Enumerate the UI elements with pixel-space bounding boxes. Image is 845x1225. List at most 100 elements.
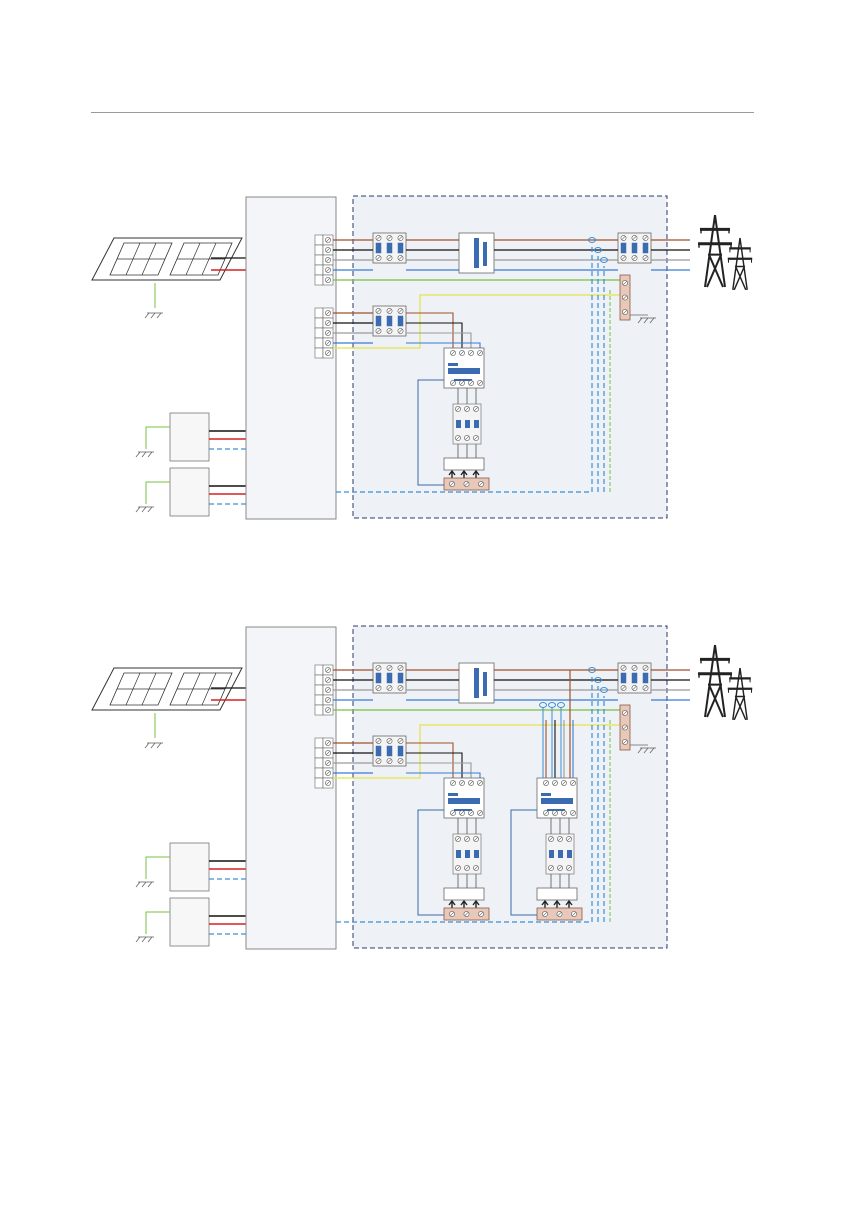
battery-module-icon <box>136 468 246 516</box>
pylon-tower <box>733 238 747 290</box>
battery-ground-wire <box>146 857 170 879</box>
ct-toggle <box>567 850 572 858</box>
pv-ground-icon <box>145 313 163 318</box>
meter-display <box>541 798 573 804</box>
ct-toggle <box>465 420 470 428</box>
pylon-arms <box>698 229 732 243</box>
ground-hatch <box>148 452 152 457</box>
terminal-cell <box>315 265 323 275</box>
terminal-cell <box>315 328 323 338</box>
ct-toggle <box>456 420 461 428</box>
terminal-cell <box>315 685 323 695</box>
wiring-diagram-dual-meter <box>0 610 845 960</box>
ct-body <box>444 888 484 900</box>
pylon-arms <box>728 248 752 258</box>
grid-breaker <box>373 663 406 693</box>
meter-display <box>448 368 480 374</box>
battery-ground-icon <box>136 452 154 457</box>
breaker-toggle <box>387 746 392 756</box>
battery-ground-wire <box>146 482 170 504</box>
ground-hatch <box>142 882 146 887</box>
breaker-toggle <box>387 316 392 326</box>
terminal-cell <box>315 245 323 255</box>
ground-hatch <box>142 937 146 942</box>
terminal-cell <box>315 348 323 358</box>
breaker-toggle <box>376 243 381 253</box>
grid-breaker <box>373 233 406 263</box>
terminal-cell <box>315 235 323 245</box>
battery-ground-icon <box>136 937 154 942</box>
ct-toggle <box>558 850 563 858</box>
breaker-toggle <box>643 673 648 683</box>
load-breaker <box>373 736 406 766</box>
meter-display <box>448 798 480 804</box>
battery-ground-icon <box>136 882 154 887</box>
terminal-cell <box>315 748 323 758</box>
ct-toggle <box>456 850 461 858</box>
wiring-diagram-single-meter <box>0 180 845 530</box>
breaker-toggle <box>376 316 381 326</box>
ground-hatch <box>148 882 152 887</box>
ground-hatch <box>142 507 146 512</box>
isolator-handle <box>483 242 487 266</box>
ground-hatch <box>151 743 155 748</box>
ground-hatch <box>142 452 146 457</box>
inverter-grid-terminal <box>315 665 333 715</box>
breaker-toggle <box>376 746 381 756</box>
pylon-arms <box>698 659 732 673</box>
terminal-cell <box>315 275 323 285</box>
terminal-cell <box>315 318 323 328</box>
pylon-tower <box>733 668 747 720</box>
breaker-toggle <box>632 243 637 253</box>
meter-display <box>448 793 458 796</box>
isolator-handle <box>474 238 479 268</box>
ground-hatch <box>136 882 140 887</box>
battery-body <box>170 898 209 946</box>
battery-ground-wire <box>146 427 170 449</box>
terminal-cell <box>315 675 323 685</box>
solar-panel-icon <box>92 668 242 710</box>
terminal-cell <box>315 768 323 778</box>
utility-pylon-icon <box>698 215 732 287</box>
terminal-cell <box>315 695 323 705</box>
battery-body <box>170 468 209 516</box>
ground-hatch <box>157 313 161 318</box>
utility-pylon-icon <box>698 645 732 717</box>
pylon-arms <box>728 678 752 688</box>
inverter-load-terminal <box>315 738 333 788</box>
isolator-handle <box>483 672 487 696</box>
load-busbar <box>444 908 489 920</box>
breaker-toggle <box>621 243 626 253</box>
energy-meter <box>537 778 577 818</box>
meter-display <box>448 363 458 366</box>
main-breaker <box>618 663 651 693</box>
breaker-toggle <box>398 243 403 253</box>
ground-hatch <box>148 937 152 942</box>
breaker-toggle <box>621 673 626 683</box>
pe-busbar <box>620 705 630 750</box>
battery-ground-wire <box>146 912 170 934</box>
ct-body <box>537 888 577 900</box>
terminal-cell <box>315 778 323 788</box>
battery-module-icon <box>136 843 246 891</box>
header-rule <box>91 112 754 113</box>
ct-toggle <box>465 850 470 858</box>
terminal-cell <box>315 758 323 768</box>
pylon-tower <box>705 645 725 717</box>
ct-toggle <box>549 850 554 858</box>
terminal-cell <box>315 738 323 748</box>
ground-hatch <box>136 507 140 512</box>
terminal-cell <box>315 338 323 348</box>
ct-toggle <box>474 420 479 428</box>
ground-hatch <box>145 313 149 318</box>
ground-hatch <box>151 313 155 318</box>
meter-display <box>541 793 551 796</box>
inverter-grid-terminal <box>315 235 333 285</box>
battery-body <box>170 413 209 461</box>
battery-module-icon <box>136 898 246 946</box>
battery-module-icon <box>136 413 246 461</box>
load-busbar <box>537 908 582 920</box>
main-breaker <box>618 233 651 263</box>
breaker-toggle <box>398 316 403 326</box>
pylon-insulators <box>728 678 751 692</box>
